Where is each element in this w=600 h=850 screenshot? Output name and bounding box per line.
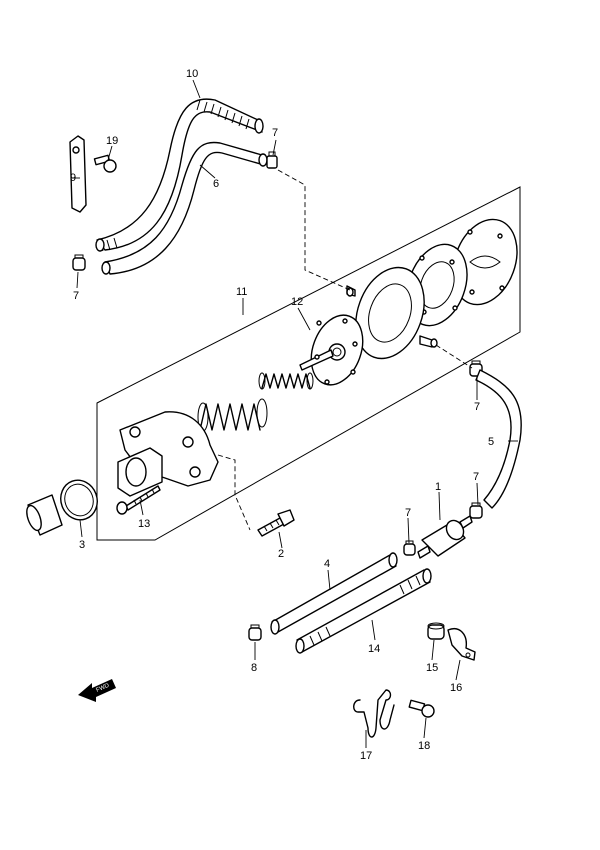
callout-1: 1	[435, 481, 441, 493]
front-direction-arrow: FWD	[78, 679, 116, 702]
callout-7-lower-right: 7	[473, 471, 479, 483]
dashed-line-base-to-bolt	[217, 454, 251, 531]
callout-7-left: 7	[73, 290, 79, 302]
callout-7-top: 7	[272, 127, 278, 139]
clamp-part-16	[447, 628, 476, 661]
callout-2: 2	[278, 548, 284, 560]
callout-12: 12	[291, 296, 303, 308]
hose-part-5	[475, 369, 522, 509]
clip-part-8	[248, 624, 262, 641]
callout-14: 14	[368, 643, 380, 655]
callout-15: 15	[426, 662, 438, 674]
hose-part-10	[95, 98, 264, 252]
hose-part-14	[295, 568, 432, 654]
hose-part-6	[101, 141, 268, 275]
hose-part-4	[270, 552, 398, 635]
bolt-part-2	[257, 509, 295, 537]
callout-3: 3	[79, 539, 85, 551]
callout-6: 6	[213, 178, 219, 190]
filter-part-1	[417, 515, 473, 559]
pump-base-housing	[117, 411, 219, 497]
screw-part-19	[93, 154, 117, 173]
callout-7-mid: 7	[405, 507, 411, 519]
dashed-line-clip-to-ring	[277, 169, 351, 291]
callout-8: 8	[251, 662, 257, 674]
callout-4: 4	[324, 558, 330, 570]
pump-assembly-box	[96, 186, 521, 541]
bracket-part-9	[69, 135, 87, 213]
diaphragm-part-12	[299, 314, 364, 386]
screw-part-13	[116, 485, 161, 515]
spring-large	[197, 398, 268, 432]
callout-9: 9	[70, 172, 76, 184]
bushing-part-15	[427, 622, 445, 640]
callout-5: 5	[488, 436, 494, 448]
dashed-line-ring-to-clip	[435, 344, 473, 369]
callout-13: 13	[138, 518, 150, 530]
callout-17: 17	[360, 750, 372, 762]
diaphragm-plate-rear	[452, 218, 518, 306]
o-ring-part-3	[60, 479, 98, 521]
clip-part-7-left	[72, 254, 86, 271]
front-arrow-label: FWD	[95, 683, 111, 694]
callout-7-right: 7	[474, 401, 480, 413]
pump-body-ring	[346, 266, 438, 360]
callout-19: 19	[106, 135, 118, 147]
spring-small	[258, 372, 314, 390]
callout-11: 11	[236, 286, 247, 298]
filter-cap	[26, 494, 63, 536]
callout-10: 10	[186, 68, 198, 80]
clip-part-7-mid	[403, 540, 416, 556]
screw-part-18	[408, 699, 435, 718]
callout-18: 18	[418, 740, 430, 752]
callout-16: 16	[450, 682, 462, 694]
clip-part-7-top	[266, 151, 278, 169]
leader-lines	[72, 79, 518, 748]
clip-part-7-lower-right	[469, 502, 483, 519]
bracket-part-17	[353, 689, 395, 738]
